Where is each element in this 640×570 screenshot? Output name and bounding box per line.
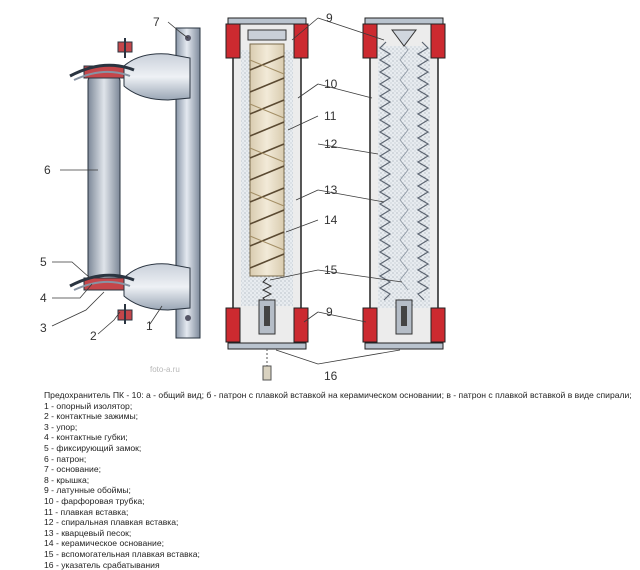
legend-item: 2 - контактные зажимы;: [44, 411, 634, 422]
callout-7: 7: [153, 15, 160, 29]
legend-item: 15 - вспомогательная плавкая вставка;: [44, 549, 634, 560]
legend-item: 14 - керамическое основание;: [44, 538, 634, 549]
lower-insulator: [124, 264, 190, 310]
brass-ring-br-b: [294, 308, 308, 342]
upper-insulator: [124, 54, 190, 100]
base-bolt-hole: [185, 315, 191, 321]
cap-top-c: [365, 18, 443, 24]
callout-3: 3: [40, 321, 47, 335]
callout-12: 12: [324, 137, 338, 151]
callout-9-top: 9: [326, 11, 333, 25]
callout-2: 2: [90, 329, 97, 343]
brass-ring-bl-c: [363, 308, 377, 342]
callout-11: 11: [324, 109, 337, 123]
callout-9-bottom: 9: [326, 305, 333, 319]
indicator-slot-c: [401, 306, 407, 326]
cap-bottom-c: [365, 343, 443, 349]
cap-bottom-b: [228, 343, 306, 349]
brass-ring-tl-c: [363, 24, 377, 58]
legend-item: 5 - фиксирующий замок;: [44, 443, 634, 454]
view-a-general: [70, 28, 200, 338]
legend-item: 3 - упор;: [44, 422, 634, 433]
callout-5: 5: [40, 255, 47, 269]
legend-list: 1 - опорный изолятор; 2 - контактные заж…: [44, 401, 634, 570]
legend-item: 10 - фарфоровая трубка;: [44, 496, 634, 507]
legend-item: 4 - контактные губки;: [44, 432, 634, 443]
legend-item: 1 - опорный изолятор;: [44, 401, 634, 412]
fuse-diagram: 7 6 5 4 3 2 1 9 10 11 12 13 14 15 9 16 f…: [0, 0, 640, 385]
legend-item: 8 - крышка;: [44, 475, 634, 486]
brass-ring-br-c: [431, 308, 445, 342]
view-b-cartridge-ceramic: [226, 18, 308, 380]
legend-item: 6 - патрон;: [44, 454, 634, 465]
brass-ring-tr-b: [294, 24, 308, 58]
lid-plate-b: [248, 30, 286, 40]
legend-item: 16 - указатель срабатывания: [44, 560, 634, 570]
callout-10: 10: [324, 77, 338, 91]
callout-4: 4: [40, 291, 47, 305]
legend-item: 7 - основание;: [44, 464, 634, 475]
callout-1: 1: [146, 319, 153, 333]
brass-ring-tr-c: [431, 24, 445, 58]
watermark: foto-a.ru: [150, 365, 180, 374]
figure-caption: Предохранитель ПК - 10: а - общий вид; б…: [44, 390, 634, 570]
callout-13: 13: [324, 183, 338, 197]
cap-top-b: [228, 18, 306, 24]
brass-ring-tl-b: [226, 24, 240, 58]
legend-item: 13 - кварцевый песок;: [44, 528, 634, 539]
callout-6: 6: [44, 163, 51, 177]
brass-ring-bl-b: [226, 308, 240, 342]
cartridge-tube: [88, 76, 120, 280]
legend-item: 11 - плавкая вставка;: [44, 507, 634, 518]
caption-title: Предохранитель ПК - 10: а - общий вид; б…: [44, 390, 634, 401]
callout-16: 16: [324, 369, 338, 383]
indicator-slot-b: [264, 306, 270, 326]
callout-14: 14: [324, 213, 338, 227]
callout-15: 15: [324, 263, 338, 277]
legend-item: 12 - спиральная плавкая вставка;: [44, 517, 634, 528]
legend-item: 9 - латунные обоймы;: [44, 485, 634, 496]
view-c-cartridge-spiral: [363, 18, 445, 349]
trip-indicator-b: [263, 349, 271, 380]
